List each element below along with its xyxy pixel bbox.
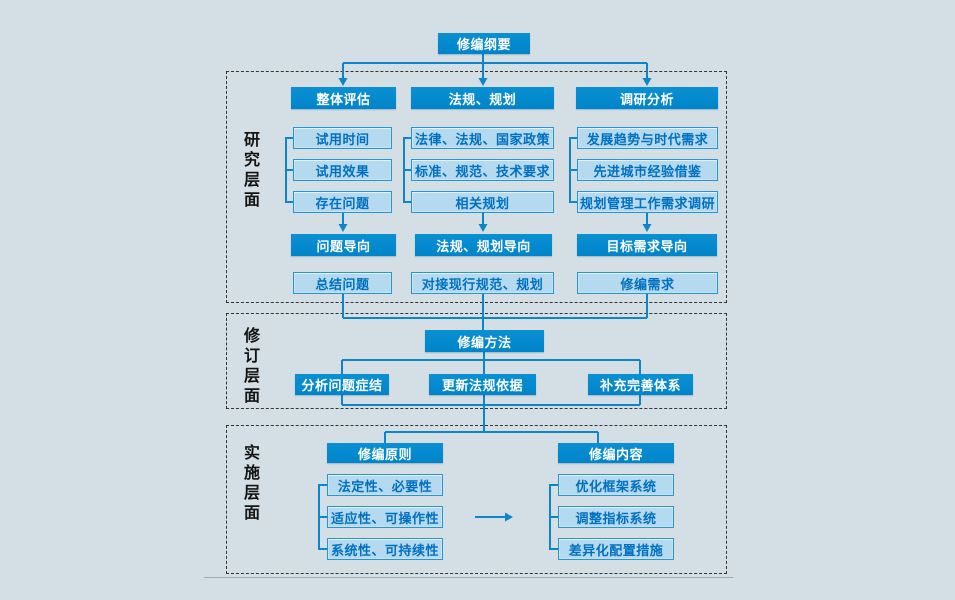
item-box: 标准、规范、技术要求 bbox=[411, 159, 554, 181]
action-box: 分析问题症结 bbox=[295, 374, 389, 395]
principle-box: 系统性、可持续性 bbox=[327, 538, 443, 560]
right-arrow-icon bbox=[505, 512, 513, 522]
section-revision-frame bbox=[226, 313, 727, 409]
directive-box: 法规、规划导向 bbox=[415, 234, 552, 256]
item-box: 规划管理工作需求调研 bbox=[577, 191, 718, 213]
directive-box: 问题导向 bbox=[291, 234, 396, 256]
action-box: 补充完善体系 bbox=[588, 374, 693, 395]
section-label-implementation: 实施层面 bbox=[241, 444, 258, 524]
summary-box: 总结问题 bbox=[293, 272, 392, 294]
group-header-principles: 修编原则 bbox=[327, 443, 443, 463]
content-box: 差异化配置措施 bbox=[558, 538, 674, 560]
directive-box: 目标需求导向 bbox=[577, 234, 717, 256]
down-arrow-icon bbox=[338, 78, 348, 86]
item-box: 试用效果 bbox=[293, 159, 392, 181]
item-box: 发展趋势与时代需求 bbox=[577, 127, 718, 149]
item-box: 法律、法规、国家政策 bbox=[411, 127, 554, 149]
item-box: 先进城市经验借鉴 bbox=[577, 159, 718, 181]
section-label-research: 研究层面 bbox=[241, 131, 258, 211]
down-arrow-icon bbox=[478, 224, 488, 232]
content-box: 优化框架系统 bbox=[558, 474, 674, 496]
principle-box: 适应性、可操作性 bbox=[327, 506, 443, 528]
column-header-survey: 调研分析 bbox=[576, 87, 718, 109]
group-header-contents: 修编内容 bbox=[558, 443, 674, 463]
down-arrow-icon bbox=[478, 78, 488, 86]
method-box: 修编方法 bbox=[425, 330, 544, 352]
column-header-evaluation: 整体评估 bbox=[291, 87, 396, 109]
summary-box: 对接现行规范、规划 bbox=[411, 272, 554, 294]
item-box: 存在问题 bbox=[293, 191, 392, 213]
item-box: 试用时间 bbox=[293, 127, 392, 149]
connector-paths bbox=[285, 54, 648, 550]
section-research-frame bbox=[226, 71, 727, 303]
summary-box: 修编需求 bbox=[577, 272, 718, 294]
footer-divider bbox=[204, 577, 733, 578]
section-implementation-frame bbox=[226, 425, 727, 574]
down-arrow-icon bbox=[642, 78, 652, 86]
content-box: 调整指标系统 bbox=[558, 506, 674, 528]
column-header-regulation: 法规、规划 bbox=[411, 87, 554, 109]
principle-box: 法定性、必要性 bbox=[327, 474, 443, 496]
action-box: 更新法规依据 bbox=[429, 374, 536, 395]
root-box: 修编纲要 bbox=[438, 33, 530, 54]
down-arrow-icon bbox=[642, 224, 652, 232]
section-label-revision: 修订层面 bbox=[241, 327, 258, 407]
item-box: 相关规划 bbox=[411, 191, 554, 213]
down-arrow-icon bbox=[338, 224, 348, 232]
